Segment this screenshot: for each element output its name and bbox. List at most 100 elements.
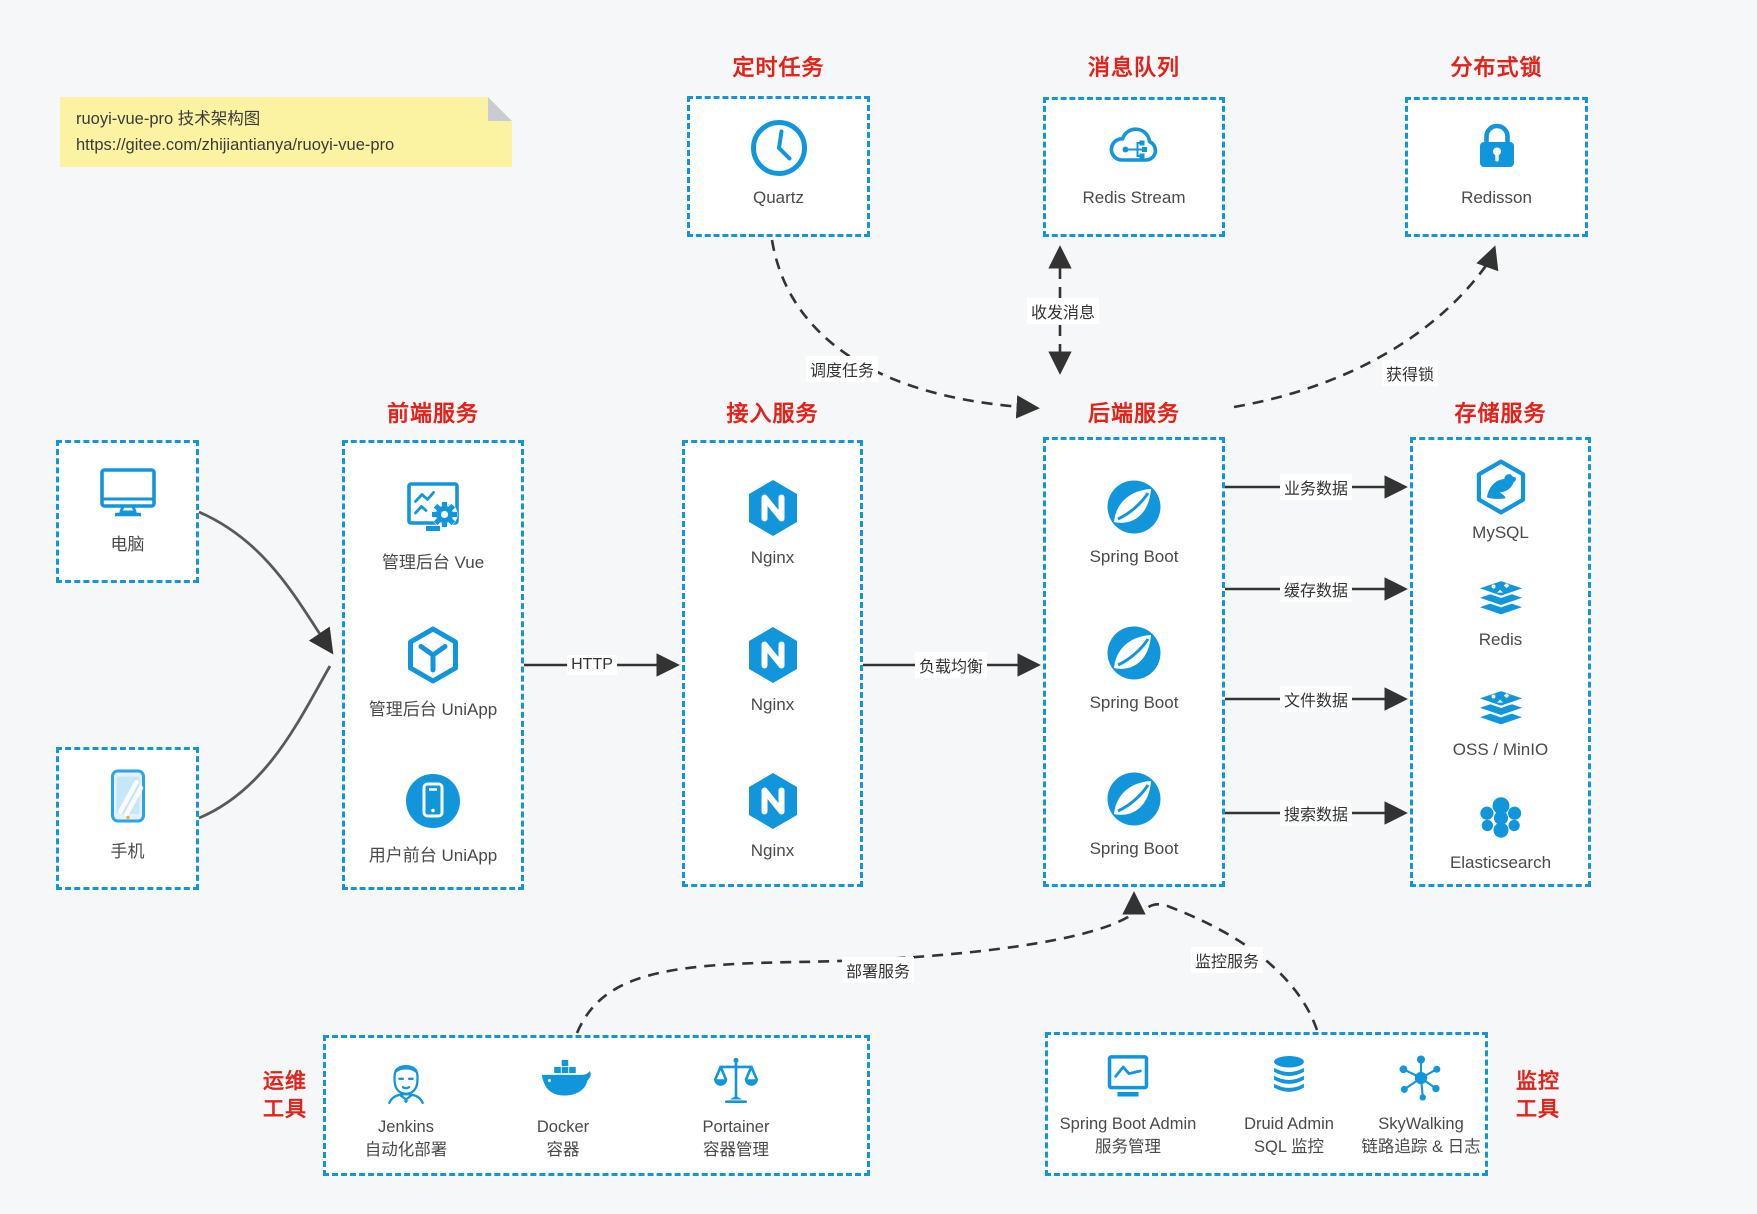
phone-icon — [95, 764, 161, 830]
node-label: Spring Boot — [1089, 693, 1179, 712]
node-label: Quartz — [752, 188, 805, 207]
tool-name: Portainer — [702, 1118, 770, 1136]
node-label: 用户前台 UniApp — [368, 846, 498, 865]
mysql-icon — [1470, 456, 1532, 518]
tool-desc: 容器 — [546, 1141, 580, 1160]
node-redis-stream: Redis Stream — [1046, 115, 1222, 208]
sticky-note: ruoyi-vue-pro 技术架构图 https://gitee.com/zh… — [60, 97, 512, 167]
computer-icon — [95, 457, 161, 523]
note-fold-corner — [488, 97, 512, 121]
edge-label-search-data: 搜索数据 — [1279, 800, 1353, 826]
node-label: 管理后台 UniApp — [368, 700, 498, 719]
node-label: Nginx — [750, 841, 795, 860]
tool-desc: 链路追踪 & 日志 — [1361, 1138, 1481, 1157]
spring-icon — [1101, 766, 1167, 832]
group-title-mq: 消息队列 — [1087, 55, 1180, 80]
spring-icon — [1101, 474, 1167, 540]
elasticsearch-icon — [1470, 786, 1532, 848]
portainer-scales-icon — [707, 1052, 765, 1115]
frontend-box: 管理后台 Vue 管理后台 UniApp 用户前台 UniApp — [342, 440, 524, 890]
edge-label-biz-data: 业务数据 — [1279, 474, 1353, 500]
node-pc: 电脑 — [59, 457, 196, 555]
tool-name: Spring Boot Admin — [1059, 1115, 1197, 1133]
monitor-title-line2: 工具 — [1516, 1098, 1560, 1122]
storage-box: MySQL Redis — [1410, 437, 1591, 887]
edge-pc-to-frontend — [198, 510, 334, 655]
tool-name: Druid Admin — [1244, 1115, 1334, 1133]
node-label: 电脑 — [110, 535, 145, 554]
mobile-box: 手机 — [56, 747, 199, 890]
node-label: 手机 — [110, 842, 145, 861]
pc-box: 电脑 — [56, 440, 199, 583]
scheduler-box: Quartz — [687, 96, 870, 237]
node-label: Nginx — [750, 548, 795, 567]
tool-desc: SQL 监控 — [1254, 1138, 1324, 1157]
mq-box: Redis Stream — [1043, 97, 1225, 237]
tool-name: Jenkins — [378, 1118, 434, 1136]
access-box: Nginx Nginx Nginx — [682, 440, 863, 887]
clock-icon — [746, 115, 812, 181]
note-title: ruoyi-vue-pro 技术架构图 — [76, 110, 261, 128]
group-title-scheduler: 定时任务 — [732, 55, 825, 80]
edge-label-get-lock: 获得锁 — [1381, 360, 1439, 386]
node-label: Spring Boot — [1089, 547, 1179, 566]
oss-minio-stack-icon — [1470, 673, 1532, 735]
node-jenkins: Jenkins 自动化部署 — [326, 1052, 486, 1162]
jenkins-icon — [377, 1052, 435, 1115]
node-quartz: Quartz — [690, 115, 867, 208]
tool-desc: 服务管理 — [1095, 1138, 1161, 1157]
node-label: Spring Boot — [1089, 839, 1179, 858]
sba-monitor-icon — [1099, 1049, 1157, 1112]
node-admin-uniapp: 管理后台 UniApp — [345, 622, 521, 720]
node-portainer: Portainer 容器管理 — [656, 1052, 816, 1162]
admin-vue-icon — [400, 475, 466, 541]
node-spring-3: Spring Boot — [1046, 766, 1222, 859]
note-url: https://gitee.com/zhijiantianya/ruoyi-vu… — [76, 135, 395, 154]
group-title-access: 接入服务 — [726, 401, 819, 426]
tool-name: SkyWalking — [1378, 1115, 1464, 1133]
skywalking-network-icon — [1392, 1049, 1450, 1112]
monitor-box: Spring Boot Admin 服务管理 Druid Admin SQL 监… — [1045, 1032, 1488, 1176]
edge-label-messaging: 收发消息 — [1026, 298, 1100, 324]
uniapp-hexagon-icon — [400, 622, 466, 688]
edge-label-file-data: 文件数据 — [1279, 686, 1353, 712]
node-label: 管理后台 Vue — [381, 553, 485, 572]
node-label: MySQL — [1472, 523, 1529, 542]
backend-box: Spring Boot Spring Boot Spring Boot — [1043, 437, 1225, 887]
ops-title-line2: 工具 — [263, 1098, 307, 1122]
node-nginx-3: Nginx — [685, 768, 860, 861]
edge-label-monitoring: 监控服务 — [1190, 947, 1264, 973]
lock-box: Redisson — [1405, 97, 1588, 237]
node-redisson: Redisson — [1408, 115, 1585, 208]
ops-box: Jenkins 自动化部署 Docker 容器 — [323, 1035, 870, 1176]
druid-database-icon — [1260, 1049, 1318, 1112]
edge-label-schedule: 调度任务 — [805, 356, 879, 382]
docker-icon — [534, 1052, 592, 1115]
node-label: Redisson — [1461, 188, 1532, 207]
edge-label-load-balance: 负载均衡 — [914, 652, 988, 678]
monitor-title-line1: 监控 — [1516, 1070, 1560, 1093]
edge-label-http: HTTP — [567, 655, 617, 675]
spring-icon — [1101, 620, 1167, 686]
cloud-stream-icon — [1101, 115, 1167, 181]
node-skywalking: SkyWalking 链路追踪 & 日志 — [1336, 1049, 1506, 1159]
nginx-icon — [740, 475, 806, 541]
node-docker: Docker 容器 — [483, 1052, 643, 1162]
group-title-monitor: 监控 工具 — [1500, 1068, 1576, 1125]
edge-label-deploy: 部署服务 — [841, 957, 915, 983]
node-sba: Spring Boot Admin 服务管理 — [1043, 1049, 1213, 1159]
group-title-backend: 后端服务 — [1087, 401, 1180, 426]
redis-stack-icon — [1470, 563, 1532, 625]
node-elasticsearch: Elasticsearch — [1413, 786, 1588, 873]
edge-get-lock — [1233, 245, 1499, 409]
node-mobile: 手机 — [59, 764, 196, 862]
node-mysql: MySQL — [1413, 456, 1588, 543]
node-nginx-2: Nginx — [685, 622, 860, 715]
tool-desc: 容器管理 — [703, 1141, 769, 1160]
user-uniapp-icon — [400, 768, 466, 834]
ops-title-line1: 运维 — [263, 1070, 307, 1093]
edge-schedule — [770, 239, 1040, 419]
node-druid: Druid Admin SQL 监控 — [1204, 1049, 1374, 1159]
edge-label-cache-data: 缓存数据 — [1279, 576, 1353, 602]
